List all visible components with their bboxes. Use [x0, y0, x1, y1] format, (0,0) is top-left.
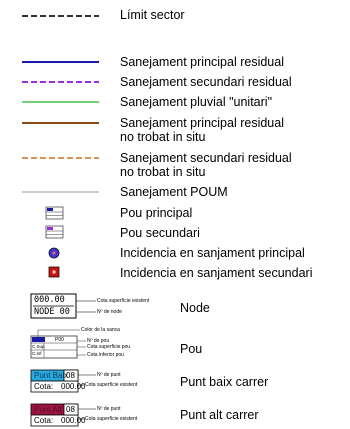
low-point-cota-label: Cota: — [34, 382, 54, 391]
node-note-elevation: Cota superfície existent — [97, 298, 150, 304]
secondary-well-label: Pou secundari — [120, 226, 200, 240]
high-point-label: Punt alt carrer — [180, 408, 259, 422]
high-point-note-number: Nº de punt — [97, 406, 121, 412]
main-incident-icon — [48, 247, 60, 259]
well-row-sup: C.Sup — [32, 344, 45, 349]
well-row-inf: C.Inf — [32, 351, 42, 356]
secondary-incident-icon — [48, 266, 60, 278]
main-well-label: Pou principal — [120, 206, 193, 220]
high-point-cota-value: 000.00 — [61, 416, 86, 425]
secondary-not-found-label: Sanejament secundari residual no trobat … — [120, 151, 292, 179]
node-elevation-value: 000.00 — [34, 295, 65, 305]
limit-sector-label: Límit sector — [120, 8, 185, 22]
secondary-well-icon — [45, 225, 64, 239]
well-label: Pou — [180, 342, 203, 356]
main-well-icon — [45, 206, 64, 220]
main-incident-label: Incidencia en sanjament principal — [120, 246, 305, 260]
secondary-sewer-label: Sanejament secundari residual — [120, 75, 292, 89]
node-detail-box — [30, 293, 96, 319]
high-point-name: Punt Alt — [34, 405, 62, 414]
high-point-note-elevation: Cota superfície existent — [85, 416, 138, 422]
node-id: NODE 00 — [34, 307, 70, 317]
well-note-number: Nº de pou — [87, 338, 110, 344]
high-point-number: 08 — [66, 405, 75, 414]
main-sewer-label: Sanejament principal residual — [120, 55, 284, 69]
low-point-note-elevation: Cota superfície existent — [85, 382, 138, 388]
secondary-incident-label: Incidencia en sanjament secundari — [120, 266, 313, 280]
well-code: P00 — [55, 337, 64, 343]
high-point-cota-label: Cota: — [34, 416, 54, 425]
well-note-sup: Cota superficie pou — [87, 344, 131, 350]
low-point-label: Punt baix carrer — [180, 375, 269, 389]
storm-sewer-label: Sanejament pluvial "unitari" — [120, 95, 273, 109]
node-note-number: Nº de node — [97, 309, 122, 315]
low-point-number: 08 — [66, 371, 75, 380]
well-note-color: Color de la sanca — [81, 327, 120, 333]
poum-sewer-label: Sanejament POUM — [120, 185, 228, 199]
main-not-found-label: Sanejament principal residual no trobat … — [120, 116, 284, 144]
low-point-detail-box — [30, 369, 96, 393]
low-point-note-number: Nº de punt — [97, 372, 121, 378]
well-detail-box — [30, 329, 86, 359]
well-note-inf: Cota inferior pou — [87, 352, 124, 358]
low-point-cota-value: 000.00 — [61, 382, 86, 391]
high-point-detail-box — [30, 403, 96, 427]
node-label: Node — [180, 301, 210, 315]
low-point-name: Punt Baix — [34, 371, 69, 380]
